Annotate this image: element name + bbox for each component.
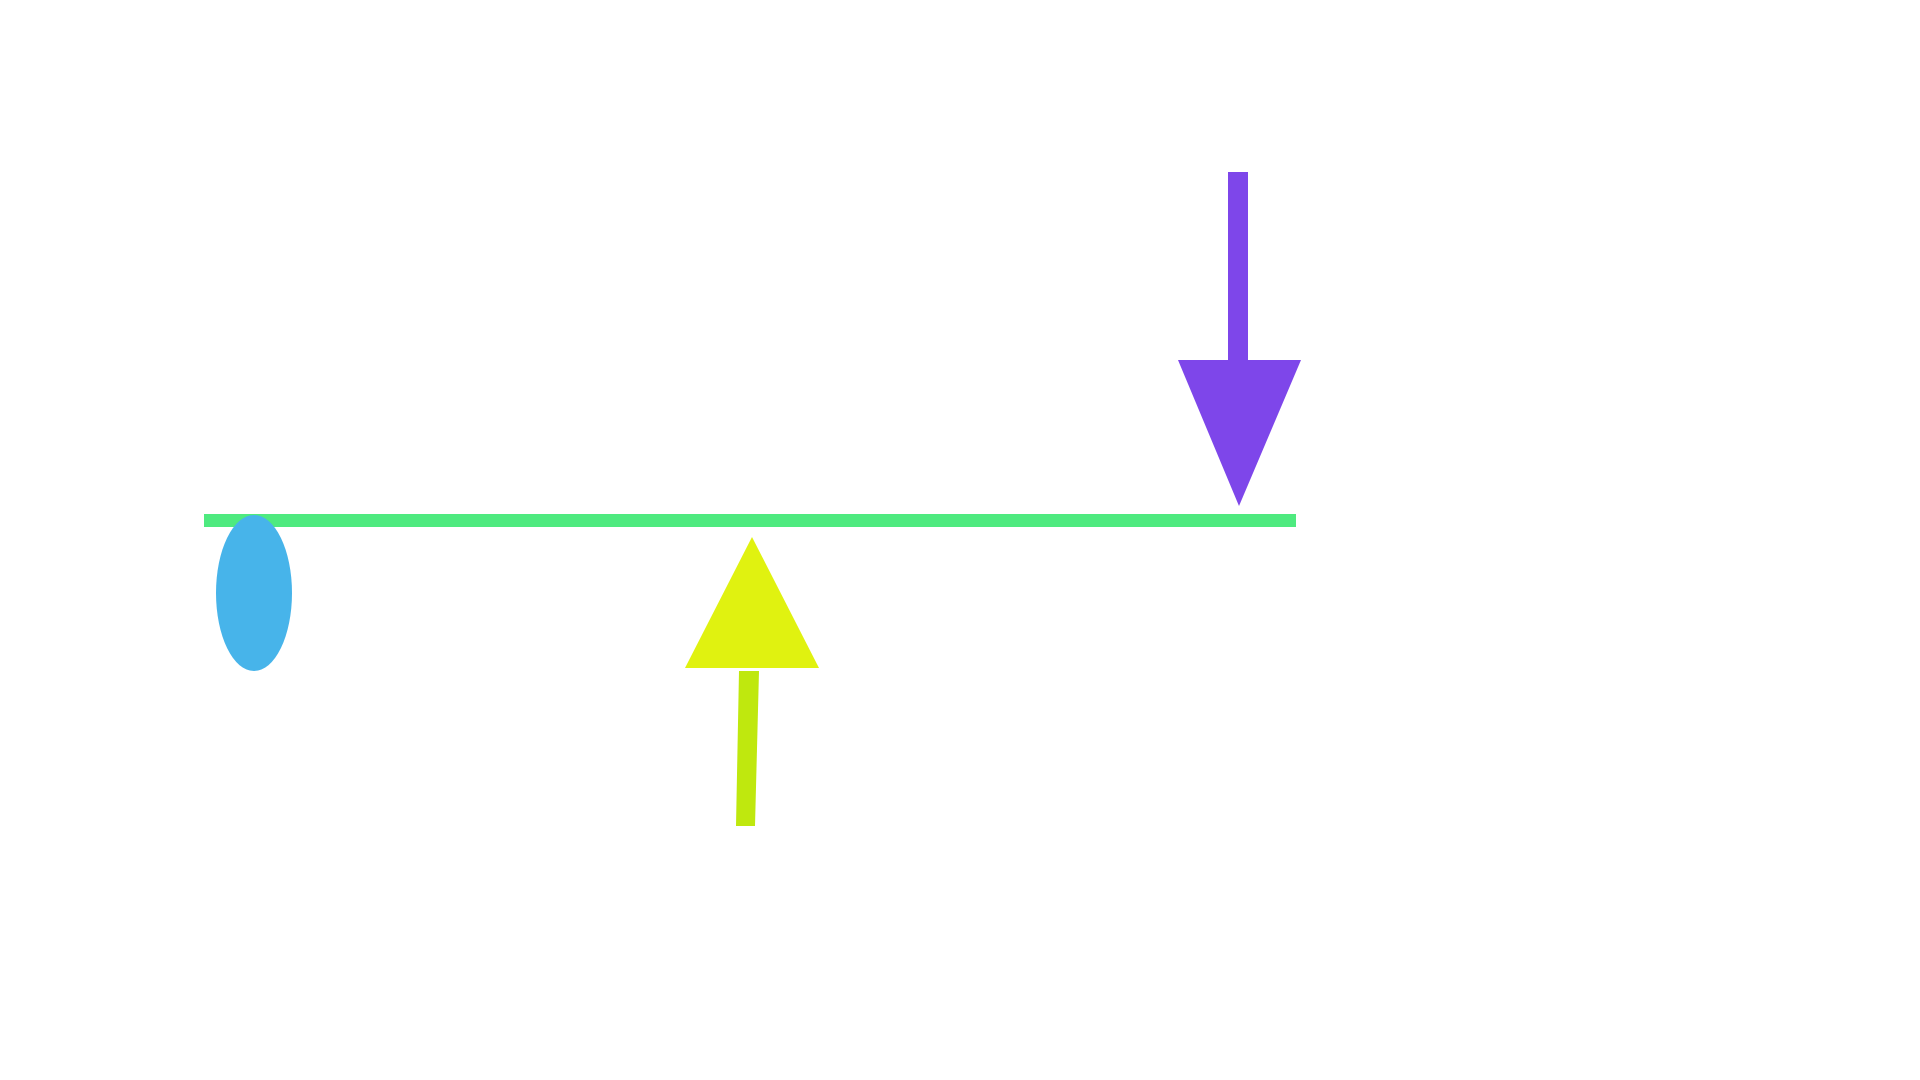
downward-force-arrow xyxy=(1178,172,1301,506)
upward-arrow-shaft xyxy=(736,671,759,826)
downward-arrow-shaft xyxy=(1228,172,1248,362)
beam xyxy=(204,514,1296,527)
upward-force-arrow xyxy=(685,537,819,826)
support-ellipse xyxy=(216,515,292,671)
upward-arrow-head xyxy=(685,537,819,668)
downward-arrow-head xyxy=(1178,360,1301,506)
